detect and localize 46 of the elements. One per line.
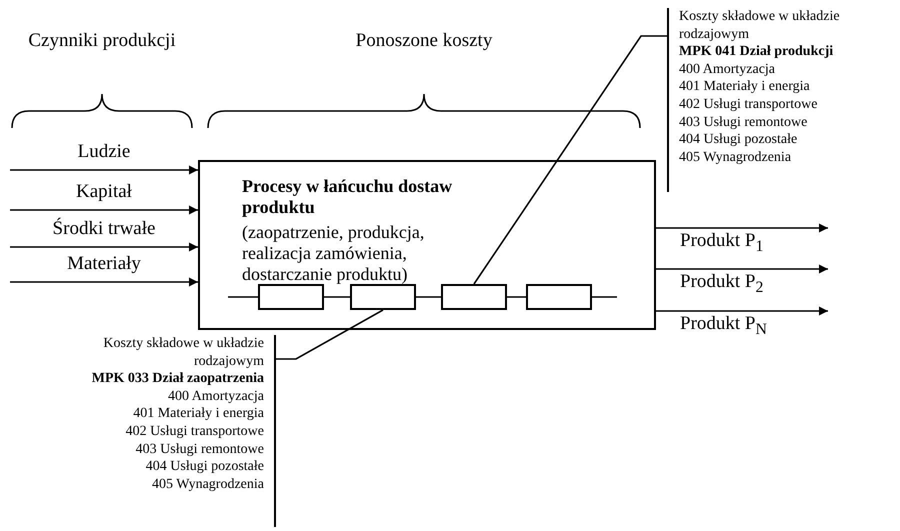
leader-line [473,35,667,284]
cost-text: MPK 041 Dział produkcji [679,43,834,61]
heading-label: Czynniki produkcji [27,30,177,52]
arrow [656,224,828,232]
arrow [656,264,828,274]
cost-text: 403 Usługi remontowe [134,440,264,458]
cost-text: 402 Usługi transportowe [679,96,818,114]
process-step-box [350,284,416,310]
cost-text: 400 Amortyzacja [166,388,264,406]
arrow [10,278,198,286]
cost-text: 405 Wynagrodzenia [150,476,264,494]
edge-label: Ludzie [76,141,132,163]
connector-line [592,296,617,298]
connector-line [228,296,258,298]
edge-label: Kapitał [75,181,133,203]
edge-label: Produkt P$_{N}$ [680,313,768,339]
arrow [10,206,198,214]
edge-label: Środki trwałe [52,218,156,240]
cost-text: 403 Usługi remontowe [679,114,808,132]
process-heading: Procesy w łańcuchu dostaw produktu [242,176,454,218]
process-step-box [526,284,592,310]
process-box [198,160,656,330]
connector-line [416,296,441,298]
process-step-box [441,284,507,310]
cost-text: 400 Amortyzacja [679,60,776,78]
cost-text: 402 Usługi transportowe [124,422,264,441]
process-description: (zaopatrzenie, produkcja, realizacja zamówienia, dostarczanie produktu) [242,222,426,285]
arrow [10,242,198,252]
connector-line [507,296,526,298]
arrow [10,166,198,174]
connector-line [324,296,350,298]
cost-text: 404 Usługi pozostałe [144,458,264,476]
cost-text: MPK 033 Dział zaopatrzenia [90,370,264,388]
edge-label: Produkt P$_{2}$ [680,271,764,297]
cost-text: 401 Materiały i energia [132,405,264,423]
process-step-box [258,284,324,310]
cost-text: 405 Wynagrodzenia [679,148,792,166]
edge-label: Materiały [66,253,142,275]
cost-text: Koszty składowe w układzie rodzajowym [679,8,841,44]
cost-text: Koszty składowe w układzie rodzajowym [102,335,264,370]
cost-text: 401 Materiały i energia [679,78,811,96]
leader-line [276,309,384,360]
edge-label: Produkt P$_{1}$ [680,230,764,256]
heading-label: Ponoszone koszty [354,30,494,52]
arrow [656,306,828,316]
cost-text: 404 Usługi pozostałe [679,131,798,149]
